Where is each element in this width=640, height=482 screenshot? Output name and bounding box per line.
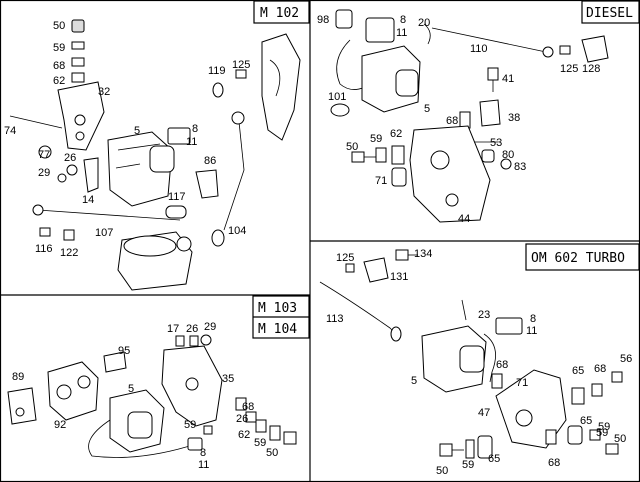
part-number-label: 134 <box>414 248 432 260</box>
part-number-label: 59 <box>596 427 608 439</box>
part-number-label: 20 <box>418 17 430 29</box>
part-number-label: 17 <box>167 323 179 335</box>
part-number-label: 59 <box>254 437 266 449</box>
diesel-labels: 98 8 11 20 110 125 128 41 101 5 38 68 59… <box>317 14 600 225</box>
part-number-label: 113 <box>326 313 344 325</box>
diesel-title: DIESEL <box>586 6 633 21</box>
part-number-label: 128 <box>582 63 600 75</box>
part-number-label: 50 <box>436 465 448 477</box>
om602-drawing <box>319 249 623 459</box>
part-number-label: 62 <box>390 128 402 140</box>
part-number-label: 32 <box>98 86 110 98</box>
part-number-label: 116 <box>35 243 53 255</box>
part-number-label: 47 <box>478 407 490 419</box>
part-number-label: 26 <box>236 413 248 425</box>
part-number-label: 50 <box>53 20 65 32</box>
part-number-label: 8 <box>530 313 536 325</box>
part-number-label: 92 <box>54 419 66 431</box>
part-number-label: 122 <box>60 247 78 259</box>
part-number-label: 131 <box>390 271 408 283</box>
m102-labels: 50 59 68 62 32 74 77 26 29 14 5 8 11 86 … <box>4 20 250 259</box>
part-number-label: 59 <box>370 133 382 145</box>
part-number-label: 5 <box>424 103 430 115</box>
part-number-label: 83 <box>514 161 526 173</box>
om602-title: OM 602 TURBO <box>531 251 625 266</box>
part-number-label: 35 <box>222 373 234 385</box>
panel-title-m103-m104: M 103 M 104 <box>252 295 310 339</box>
part-number-label: 8 <box>192 123 198 135</box>
part-number-label: 29 <box>38 167 50 179</box>
part-number-label: 59 <box>462 459 474 471</box>
m102-drawing <box>9 19 301 291</box>
part-number-label: 117 <box>168 191 186 203</box>
part-number-label: 68 <box>53 60 65 72</box>
part-number-label: 23 <box>478 309 490 321</box>
part-number-label: 110 <box>470 43 488 55</box>
part-number-label: 101 <box>328 91 346 103</box>
panel-title-m102: M 102 <box>253 0 310 24</box>
m103-labels: 17 26 29 95 35 89 92 5 68 26 59 62 59 50… <box>12 321 278 471</box>
part-number-label: 59 <box>53 42 65 54</box>
part-number-label: 68 <box>242 401 254 413</box>
part-number-label: 89 <box>12 371 24 383</box>
part-number-label: 59 <box>184 419 196 431</box>
part-number-label: 68 <box>594 363 606 375</box>
part-number-label: 11 <box>396 27 407 39</box>
part-number-label: 50 <box>346 141 358 153</box>
part-number-label: 29 <box>204 321 216 333</box>
part-number-label: 8 <box>200 447 206 459</box>
part-number-label: 5 <box>134 125 140 137</box>
om602-labels: 125 134 131 23 8 11 113 5 68 71 56 65 68… <box>326 248 632 477</box>
part-number-label: 95 <box>118 345 130 357</box>
m103-title: M 103 <box>258 301 297 316</box>
panel-title-diesel: DIESEL <box>581 0 640 24</box>
part-number-label: 65 <box>580 415 592 427</box>
part-number-label: 125 <box>336 252 354 264</box>
diesel-drawing <box>330 9 609 223</box>
part-number-label: 80 <box>502 149 514 161</box>
part-number-label: 71 <box>516 377 528 389</box>
part-number-label: 53 <box>490 137 502 149</box>
part-number-label: 26 <box>64 152 76 164</box>
part-number-label: 65 <box>572 365 584 377</box>
part-number-label: 5 <box>128 383 134 395</box>
part-number-label: 119 <box>208 65 226 77</box>
part-number-label: 86 <box>204 155 216 167</box>
part-number-label: 41 <box>502 73 514 85</box>
part-number-label: 50 <box>614 433 626 445</box>
part-number-label: 38 <box>508 112 520 124</box>
m104-title: M 104 <box>258 322 297 337</box>
part-number-label: 14 <box>82 194 94 206</box>
part-number-label: 50 <box>266 447 278 459</box>
part-number-label: 65 <box>488 453 500 465</box>
part-number-label: 68 <box>446 115 458 127</box>
panel-title-om602: OM 602 TURBO <box>525 243 640 271</box>
part-number-label: 77 <box>38 149 50 161</box>
part-number-label: 11 <box>526 325 537 337</box>
part-number-label: 68 <box>548 457 560 469</box>
part-number-label: 5 <box>411 375 417 387</box>
part-number-label: 8 <box>400 14 406 26</box>
part-number-label: 125 <box>232 59 250 71</box>
part-number-label: 59 <box>598 421 610 433</box>
part-number-label: 56 <box>620 353 632 365</box>
part-number-label: 104 <box>228 225 246 237</box>
part-number-label: 62 <box>238 429 250 441</box>
part-number-label: 44 <box>458 213 470 225</box>
part-number-label: 107 <box>95 227 113 239</box>
part-number-label: 125 <box>560 63 578 75</box>
part-number-label: 74 <box>4 125 16 137</box>
m103-drawing <box>7 334 297 458</box>
part-number-label: 11 <box>186 136 197 148</box>
part-number-label: 26 <box>186 323 198 335</box>
part-number-label: 71 <box>375 175 387 187</box>
part-number-label: 11 <box>198 459 209 471</box>
part-number-label: 62 <box>53 75 65 87</box>
part-number-label: 98 <box>317 14 329 26</box>
part-number-label: 68 <box>496 359 508 371</box>
m102-title: M 102 <box>260 6 299 21</box>
